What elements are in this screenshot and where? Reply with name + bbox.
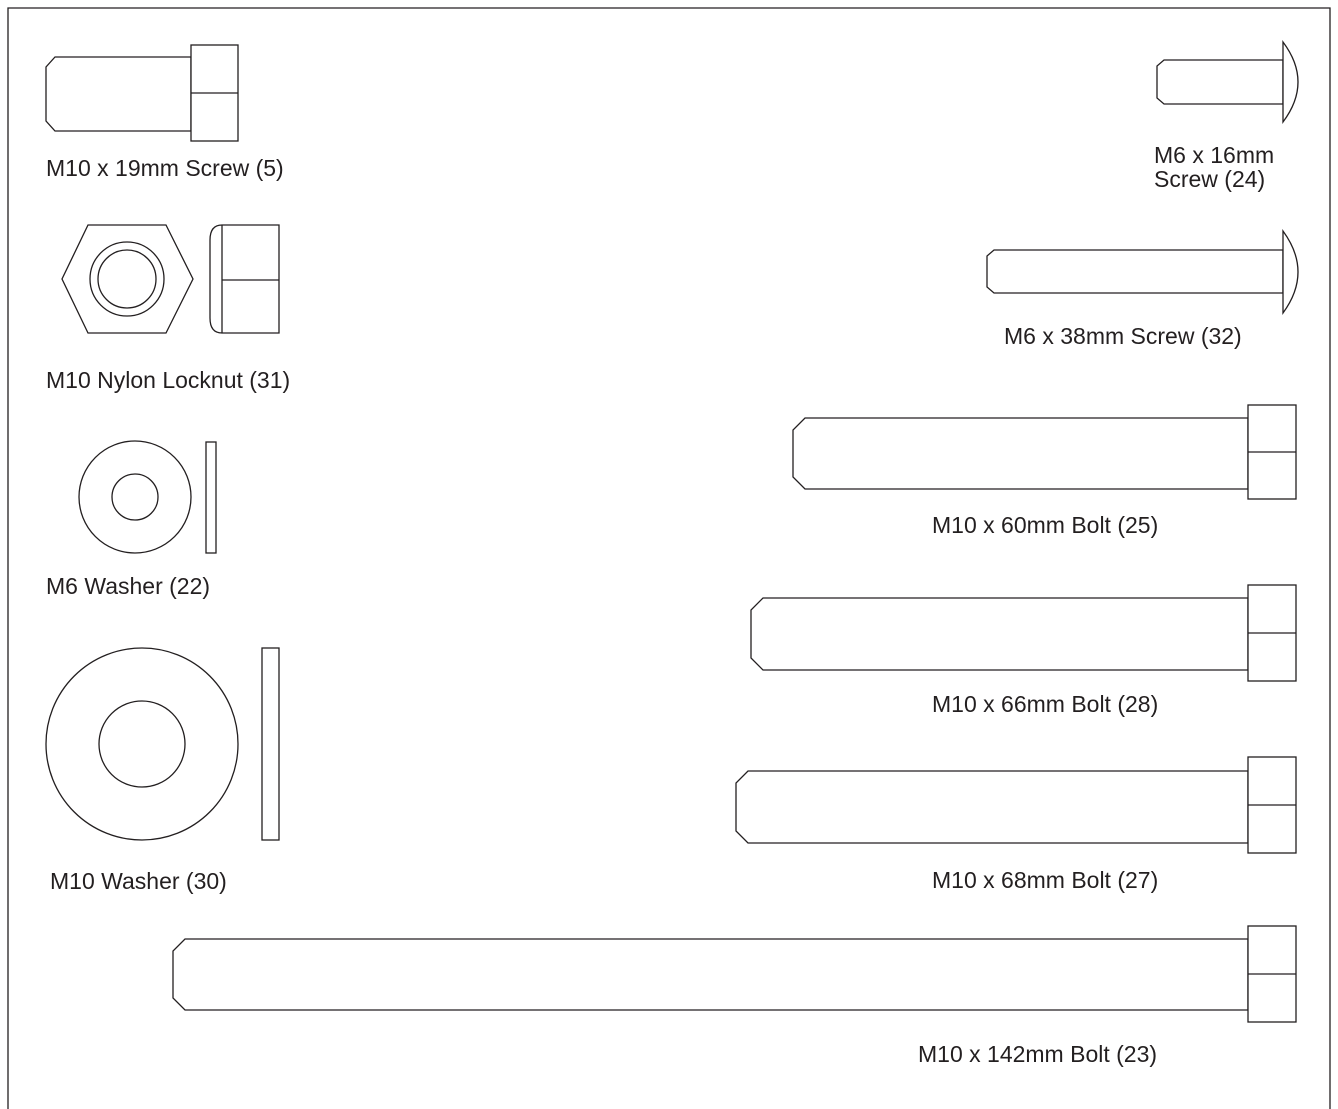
screw-m6-16mm-drawing [1156,40,1299,124]
bolt-m10-66mm-drawing [750,584,1297,682]
screw-m10-19mm-drawing [45,44,239,142]
screw-m6-16mm-label-line1: M6 x 16mm [1154,142,1275,168]
washer-m10-label: M10 Washer (30) [50,868,227,894]
chart-border [7,7,1331,1109]
bolt-m10-142mm-label: M10 x 142mm Bolt (23) [918,1041,1158,1067]
washer-m6-drawing [78,440,217,554]
bolt-m10-68mm-drawing [735,756,1297,854]
screw-m6-16mm-label: M6 x 16mm Screw (24) [1154,143,1274,191]
screw-m6-38mm-drawing [986,229,1299,315]
bolt-m10-66mm-label: M10 x 66mm Bolt (28) [932,691,1159,717]
bolt-m10-142mm-drawing [172,925,1297,1023]
bolt-m10-68mm-label: M10 x 68mm Bolt (27) [932,867,1159,893]
locknut-m10-label: M10 Nylon Locknut (31) [46,367,291,393]
bolt-m10-60mm-drawing [792,404,1297,500]
washer-m10-drawing [45,647,280,841]
bolt-m10-60mm-label: M10 x 60mm Bolt (25) [932,512,1159,538]
washer-m6-label: M6 Washer (22) [46,573,211,599]
screw-m10-19mm-label: M10 x 19mm Screw (5) [46,155,284,181]
screw-m6-16mm-label-line2: Screw (24) [1154,166,1266,192]
locknut-m10-drawing [61,224,280,334]
screw-m6-38mm-label: M6 x 38mm Screw (32) [1004,323,1242,349]
